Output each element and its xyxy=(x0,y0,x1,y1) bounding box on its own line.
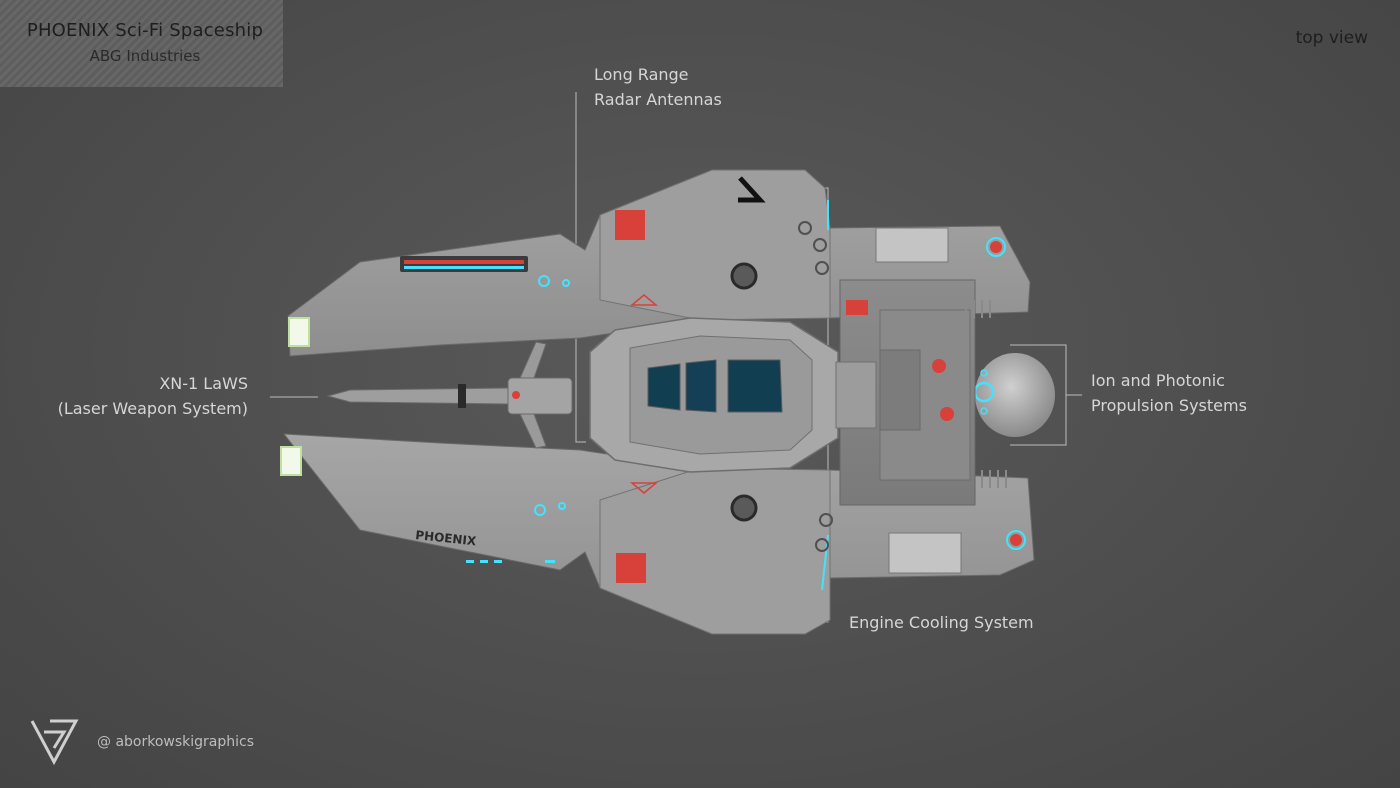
callout-cooling: Engine Cooling System xyxy=(849,613,1034,632)
ag-logo-icon xyxy=(30,719,79,766)
upper-headlight xyxy=(288,317,310,347)
cockpit-windows xyxy=(647,359,783,413)
engine-dome xyxy=(975,353,1055,437)
hull-marking: PHOENIX xyxy=(415,528,478,548)
callout-ion: Ion and Photonic Propulsion Systems xyxy=(1091,371,1247,415)
callout-laser: XN-1 LaWS (Laser Weapon System) xyxy=(57,374,248,418)
laser-weapon xyxy=(326,341,573,449)
page-title: PHOENIX Sci-Fi Spaceship xyxy=(26,20,264,41)
page-subtitle: ABG Industries xyxy=(89,47,201,65)
title-card: PHOENIX Sci-Fi Spaceship ABG Industries xyxy=(0,0,283,87)
view-label: top view xyxy=(1295,28,1368,48)
red-markings xyxy=(615,210,1022,583)
footer-handle: @ aborkowskigraphics xyxy=(97,734,255,750)
radar-leader-line xyxy=(575,92,586,443)
lower-vent-icon xyxy=(730,494,758,522)
wing-triangle-emblem xyxy=(738,176,766,203)
callout-radar: Long Range Radar Antennas xyxy=(594,65,722,109)
lower-headlight xyxy=(280,446,302,476)
upper-vent-icon xyxy=(730,262,758,290)
